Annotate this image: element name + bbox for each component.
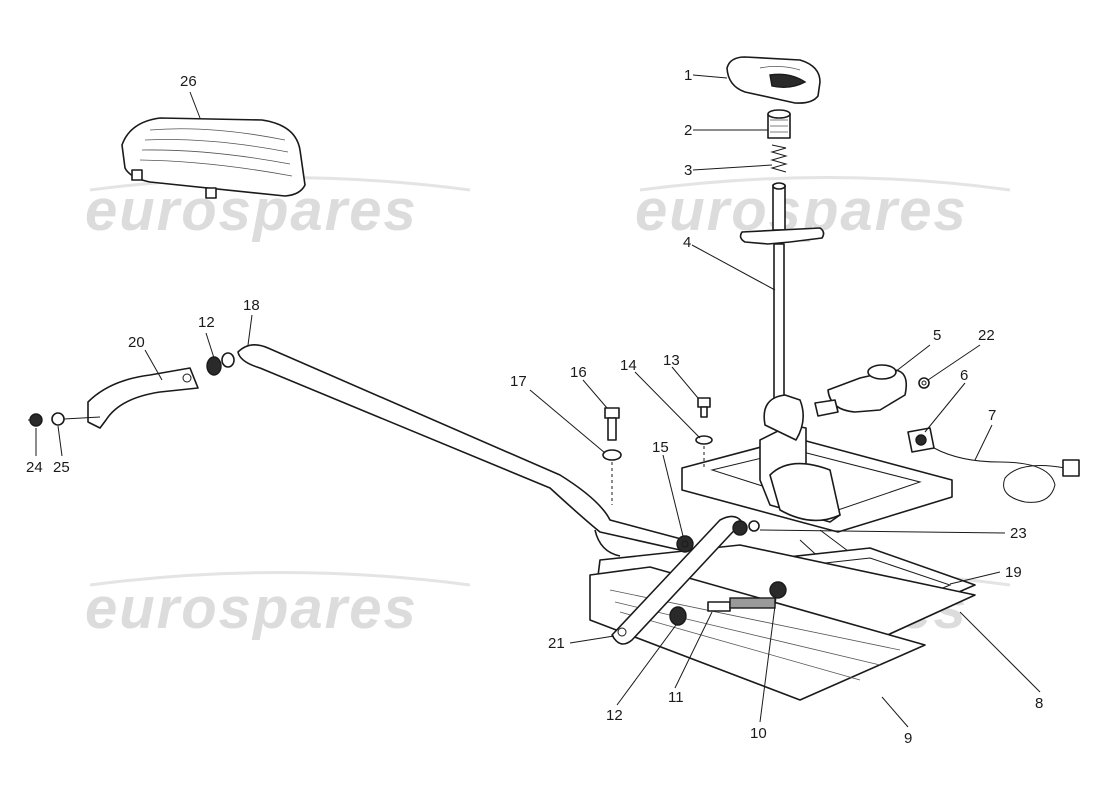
- leader-lines: [28, 74, 1041, 728]
- part-20-lever-arm: [87, 367, 199, 429]
- callout-17: 17: [510, 373, 527, 390]
- callout-10: 10: [750, 725, 767, 742]
- callout-9: 9: [904, 730, 912, 747]
- callout-12-top: 12: [198, 314, 215, 331]
- part-5-bracket: [814, 364, 908, 417]
- callout-12-bottom: 12: [606, 707, 623, 724]
- part-15-bushing: [676, 535, 694, 553]
- callout-7: 7: [988, 407, 996, 424]
- callout-16: 16: [570, 364, 587, 381]
- callout-24: 24: [26, 459, 43, 476]
- callout-20: 20: [128, 334, 145, 351]
- part-23-nut: [732, 520, 760, 536]
- part-7-wiring: [933, 447, 1080, 503]
- part-6-switch: [907, 427, 935, 453]
- part-3-spring: [770, 144, 788, 173]
- callout-22: 22: [978, 327, 995, 344]
- part-10-nut: [769, 581, 787, 599]
- part-24-nut: [29, 413, 43, 427]
- callout-5: 5: [933, 327, 941, 344]
- callout-8: 8: [1035, 695, 1043, 712]
- callout-2: 2: [684, 122, 692, 139]
- callout-3: 3: [684, 162, 692, 179]
- part-26-selector-cover: [121, 117, 306, 199]
- watermark-bottom-left: eurospares: [85, 576, 418, 641]
- callout-14: 14: [620, 357, 637, 374]
- callout-4: 4: [683, 234, 691, 251]
- callout-11: 11: [668, 689, 684, 706]
- part-25-washer: [51, 412, 65, 426]
- callout-26: 26: [180, 73, 197, 90]
- part-12-bushing-bottom: [669, 606, 687, 626]
- part-22-washer: [918, 377, 930, 389]
- callout-13: 13: [663, 352, 680, 369]
- part-13-bolt: [697, 397, 711, 418]
- shifter-gate-housing: [681, 394, 953, 573]
- callout-25: 25: [53, 459, 70, 476]
- part-17-washer: [602, 449, 622, 461]
- callout-19: 19: [1005, 564, 1022, 581]
- callout-18: 18: [243, 297, 260, 314]
- part-1-knob: [726, 56, 821, 104]
- part-2-bushing: [767, 109, 791, 139]
- callout-21: 21: [548, 635, 565, 652]
- callout-15: 15: [652, 439, 669, 456]
- part-9-base-plate: [589, 566, 926, 701]
- callout-23: 23: [1010, 525, 1027, 542]
- callout-1: 1: [684, 67, 692, 84]
- callout-6: 6: [960, 367, 968, 384]
- part-16-bolt: [604, 407, 620, 441]
- callout-labels: 1 2 3 4 5 22 6 7 13 14 16 17 15 23 19 8 …: [26, 67, 1043, 747]
- part-12-bushing-top: [206, 352, 235, 376]
- part-14-washer: [695, 435, 713, 445]
